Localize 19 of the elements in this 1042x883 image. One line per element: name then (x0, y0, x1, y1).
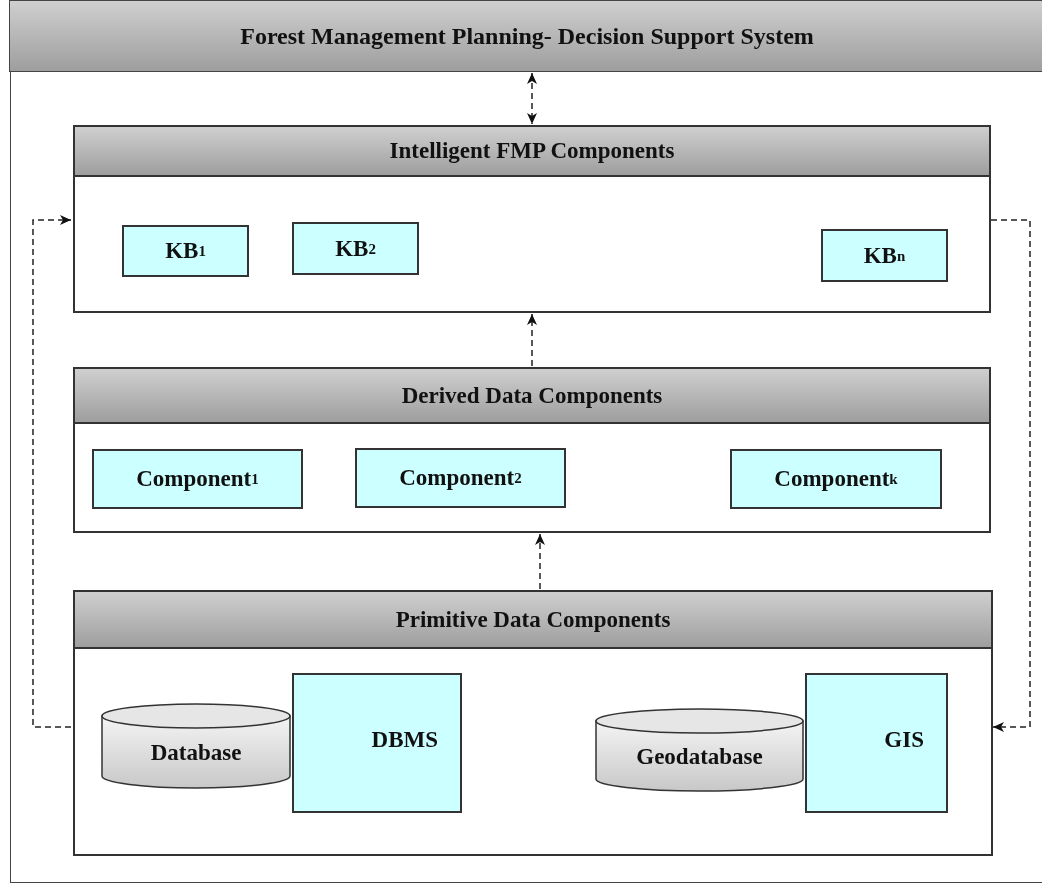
panel-header: Intelligent FMP Components (75, 127, 989, 177)
layer-panel (73, 125, 991, 313)
arrow (527, 313, 537, 367)
system-box: GIS (805, 673, 948, 813)
layer-panel (73, 590, 993, 856)
node-label: Geodatabase (636, 744, 763, 770)
panel-header: Primitive Data Components (75, 592, 991, 649)
node-label: Database (150, 740, 242, 766)
system-box: DBMS (292, 673, 462, 813)
arrow (527, 72, 537, 125)
arrow (535, 533, 545, 590)
database-cylinder (101, 703, 291, 789)
arrow (32, 215, 72, 728)
layer-panel (73, 367, 991, 533)
arrow (990, 219, 1031, 732)
panel-header: Derived Data Components (75, 369, 989, 424)
database-cylinder (595, 708, 804, 792)
system-frame (10, 0, 1042, 883)
system-header: Forest Management Planning- Decision Support System (9, 0, 1042, 72)
